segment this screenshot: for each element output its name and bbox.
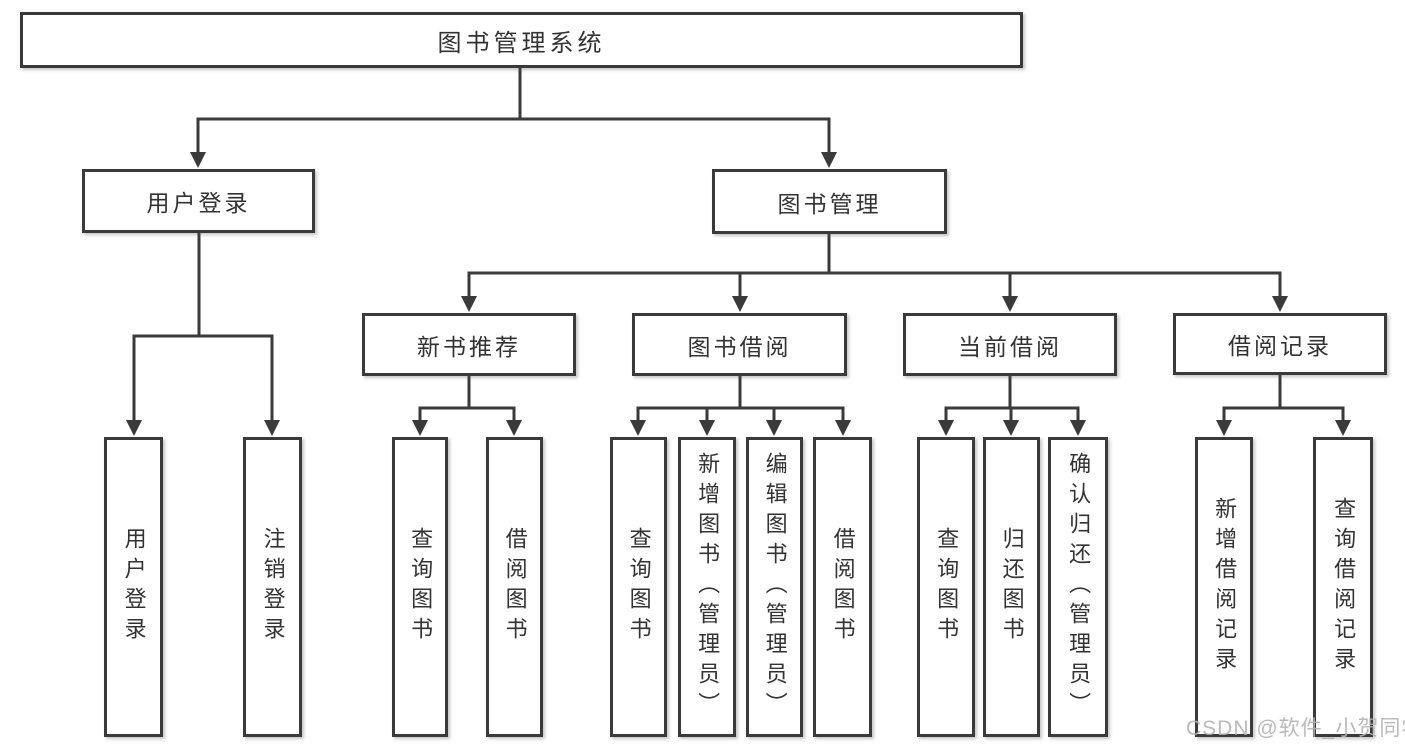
leaf-logout: 注销登录 xyxy=(243,437,302,737)
arrowhead xyxy=(1272,296,1288,312)
leaf-query-books-3: 查询图书 xyxy=(917,437,975,737)
connector-current-borrow-to-leaves xyxy=(944,375,1080,421)
leaf-query-borrow-record-label: 查询借阅记录 xyxy=(1331,497,1357,677)
arrowhead xyxy=(1335,420,1351,436)
leaf-edit-book-admin-label: 编辑图书（管理员） xyxy=(762,452,788,722)
leaf-add-borrow-record: 新增借阅记录 xyxy=(1195,437,1253,737)
leaf-query-books-2-label: 查询图书 xyxy=(626,527,652,647)
node-library-system-label: 图书管理系统 xyxy=(437,29,606,57)
node-new-book-recommend-label: 新书推荐 xyxy=(417,333,521,360)
arrowhead xyxy=(1003,420,1019,436)
arrowhead xyxy=(1216,420,1232,436)
node-book-borrow-label: 图书借阅 xyxy=(687,333,792,360)
node-current-borrow: 当前借阅 xyxy=(903,313,1117,376)
leaf-query-books-2: 查询图书 xyxy=(610,437,667,737)
arrowhead xyxy=(264,420,280,436)
leaf-borrow-books-2-label: 借阅图书 xyxy=(830,527,856,647)
arrowhead xyxy=(732,296,748,312)
arrowhead xyxy=(126,420,142,436)
leaf-user-login: 用户登录 xyxy=(104,437,163,737)
arrowhead xyxy=(630,420,646,436)
leaf-return-book-label: 归还图书 xyxy=(999,527,1025,647)
arrowhead xyxy=(1070,420,1086,436)
connector-new-book-recommend-to-leaves xyxy=(418,375,516,421)
arrowhead xyxy=(190,152,206,168)
arrowheads xyxy=(126,152,1351,436)
leaf-add-book-admin-label: 新增图书（管理员） xyxy=(695,452,721,722)
arrowhead xyxy=(821,152,837,168)
arrowhead xyxy=(938,420,954,436)
leaf-logout-label: 注销登录 xyxy=(260,527,286,647)
leaf-return-book: 归还图书 xyxy=(983,437,1040,737)
arrowhead xyxy=(835,420,851,436)
leaf-query-books-3-label: 查询图书 xyxy=(934,527,960,647)
arrowhead xyxy=(766,420,782,436)
connector-root-to-level2 xyxy=(196,68,831,153)
leaf-add-borrow-record-label: 新增借阅记录 xyxy=(1212,497,1238,677)
leaf-borrow-books-2: 借阅图书 xyxy=(813,437,872,737)
leaf-query-borrow-record: 查询借阅记录 xyxy=(1313,437,1373,737)
leaf-confirm-return-admin: 确认归还（管理员） xyxy=(1048,437,1108,737)
leaf-borrow-books-1: 借阅图书 xyxy=(486,437,543,737)
connector-book-management-to-level3 xyxy=(467,233,1282,297)
arrowhead xyxy=(412,420,428,436)
connector-borrow-record-to-leaves xyxy=(1222,375,1345,421)
leaf-edit-book-admin: 编辑图书（管理员） xyxy=(746,437,803,737)
leaf-confirm-return-admin-label: 确认归还（管理员） xyxy=(1066,452,1092,722)
node-current-borrow-label: 当前借阅 xyxy=(958,333,1062,360)
csdn-watermark: CSDN @软件_小贺同学 xyxy=(1186,717,1405,740)
node-user-login: 用户登录 xyxy=(82,169,315,233)
node-book-management: 图书管理 xyxy=(712,169,947,234)
leaf-user-login-label: 用户登录 xyxy=(121,527,147,647)
leaf-query-books-1: 查询图书 xyxy=(392,437,448,737)
connector-user-login-to-leaves xyxy=(132,232,274,421)
arrowhead xyxy=(699,420,715,436)
node-borrow-record: 借阅记录 xyxy=(1173,313,1387,375)
node-user-login-label: 用户登录 xyxy=(146,190,251,216)
node-book-management-label: 图书管理 xyxy=(777,190,882,217)
node-new-book-recommend: 新书推荐 xyxy=(362,313,576,376)
connector-book-borrow-to-leaves xyxy=(636,375,845,421)
leaf-add-book-admin: 新增图书（管理员） xyxy=(678,437,736,737)
arrowhead xyxy=(461,296,477,312)
leaf-borrow-books-1-label: 借阅图书 xyxy=(502,527,528,647)
node-borrow-record-label: 借阅记录 xyxy=(1228,333,1332,359)
arrowhead xyxy=(1002,296,1018,312)
arrowhead xyxy=(506,420,522,436)
leaf-query-books-1-label: 查询图书 xyxy=(408,527,434,647)
node-book-borrow: 图书借阅 xyxy=(632,313,847,376)
node-library-system: 图书管理系统 xyxy=(20,12,1023,68)
